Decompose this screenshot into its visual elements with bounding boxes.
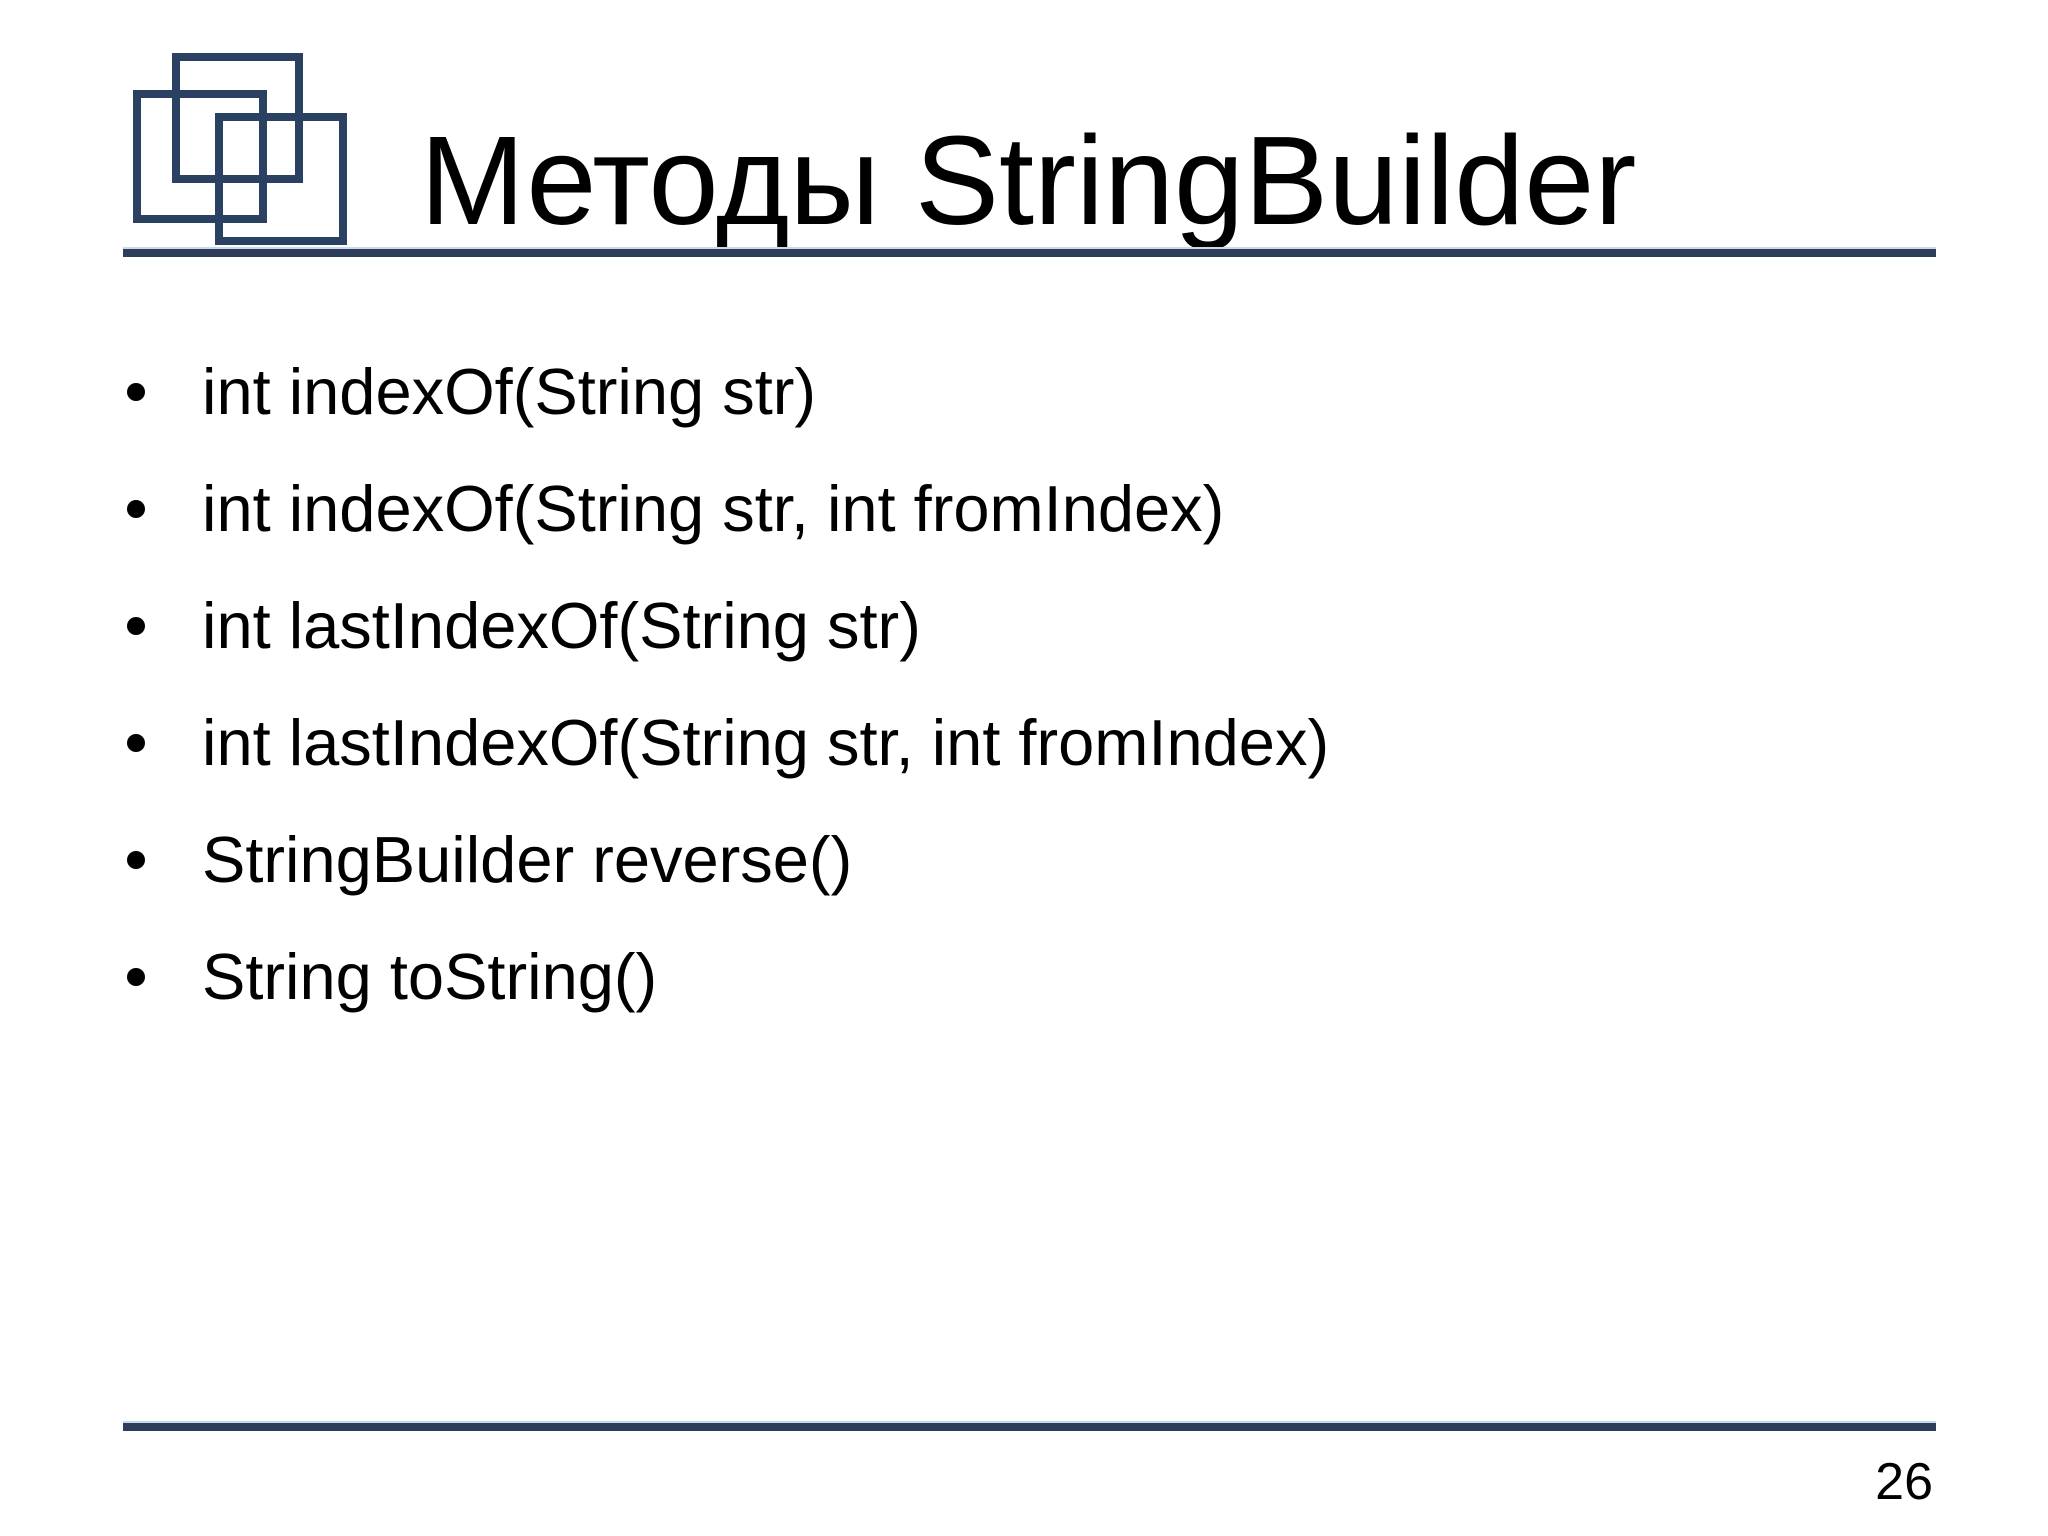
bullet-dot [127, 500, 145, 518]
bullet-text: StringBuilder reverse() [202, 823, 853, 896]
list-item: int lastIndexOf(String str) [127, 567, 1329, 684]
logo-square-right [215, 113, 347, 245]
slide-title: Методы StringBuilder [420, 110, 1637, 251]
list-item: String toString() [127, 918, 1329, 1035]
bullet-list: int indexOf(String str) int indexOf(Stri… [127, 333, 1329, 1035]
title-underline [123, 247, 1936, 257]
bullet-dot [127, 617, 145, 635]
footer-rule [123, 1421, 1936, 1431]
list-item: StringBuilder reverse() [127, 801, 1329, 918]
bullet-text: int lastIndexOf(String str, int fromInde… [202, 706, 1330, 779]
interlocked-squares-icon [0, 0, 360, 260]
page-number: 26 [1875, 1453, 1933, 1511]
bullet-dot [127, 851, 145, 869]
bullet-dot [127, 968, 145, 986]
bullet-text: int indexOf(String str, int fromIndex) [202, 472, 1225, 545]
bullet-dot [127, 734, 145, 752]
logo-square-left [133, 90, 267, 223]
list-item: int indexOf(String str) [127, 333, 1329, 450]
bullet-dot [127, 383, 145, 401]
list-item: int lastIndexOf(String str, int fromInde… [127, 684, 1329, 801]
bullet-text: int indexOf(String str) [202, 355, 817, 428]
bullet-text: String toString() [202, 940, 658, 1013]
bullet-text: int lastIndexOf(String str) [202, 589, 921, 662]
list-item: int indexOf(String str, int fromIndex) [127, 450, 1329, 567]
